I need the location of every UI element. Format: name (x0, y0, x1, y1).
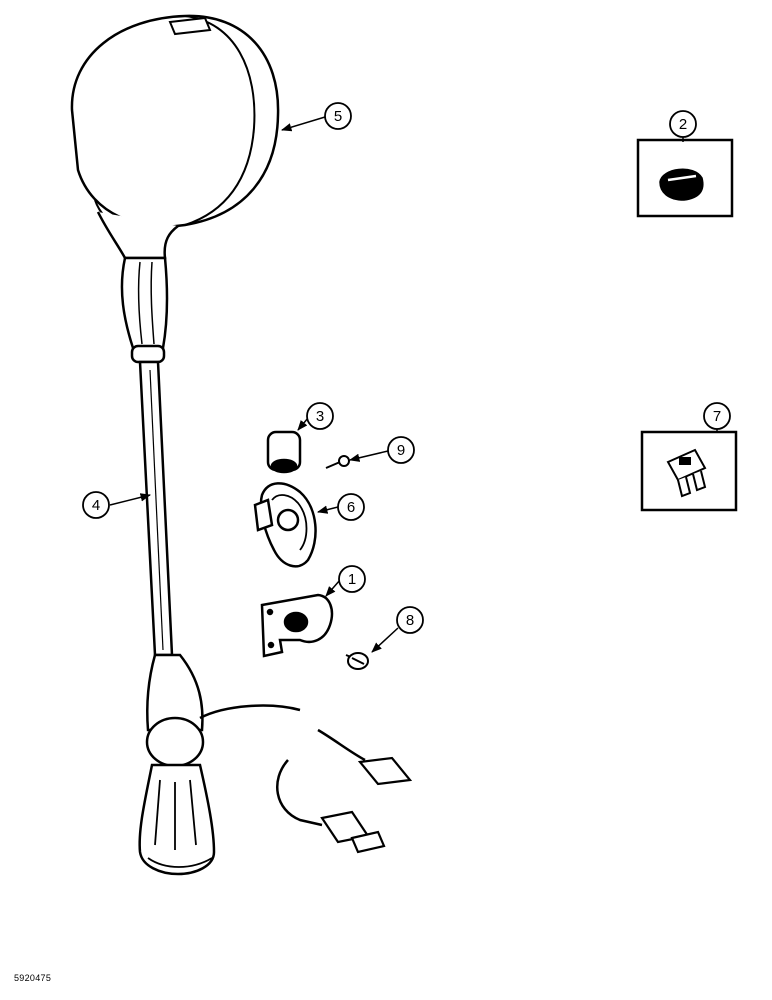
callout-2-label: 2 (679, 116, 687, 133)
lamp-head (70, 14, 280, 233)
figure-id: 5920475 (14, 973, 52, 983)
fuse-box (640, 430, 738, 512)
support-rod (138, 360, 174, 657)
callout-6-label: 6 (347, 499, 355, 516)
callouts: 5 2 3 9 4 6 1 8 (82, 102, 731, 634)
mounting-base (253, 482, 317, 568)
lamp-neck (96, 211, 179, 364)
bushing (266, 430, 302, 474)
callout-7-label: 7 (713, 408, 721, 425)
callout-9: 9 (387, 436, 415, 464)
bracket (260, 593, 334, 658)
callout-1: 1 (338, 565, 366, 593)
switch-handle (138, 653, 216, 876)
wire-harness (199, 704, 413, 854)
callout-1-label: 1 (348, 571, 356, 588)
callout-3: 3 (306, 402, 334, 430)
callout-9-label: 9 (397, 442, 405, 459)
callout-5-label: 5 (334, 108, 342, 125)
callout-8-label: 8 (406, 612, 414, 629)
callout-4-label: 4 (92, 497, 100, 514)
callout-7: 7 (703, 402, 731, 430)
callout-6: 6 (337, 493, 365, 521)
callout-3-label: 3 (316, 408, 324, 425)
screw (345, 652, 369, 670)
callout-8: 8 (396, 606, 424, 634)
small-screw (325, 455, 350, 469)
callout-2: 2 (669, 110, 697, 138)
callout-4: 4 (82, 491, 110, 519)
plug-box (636, 138, 734, 218)
callout-5: 5 (324, 102, 352, 130)
